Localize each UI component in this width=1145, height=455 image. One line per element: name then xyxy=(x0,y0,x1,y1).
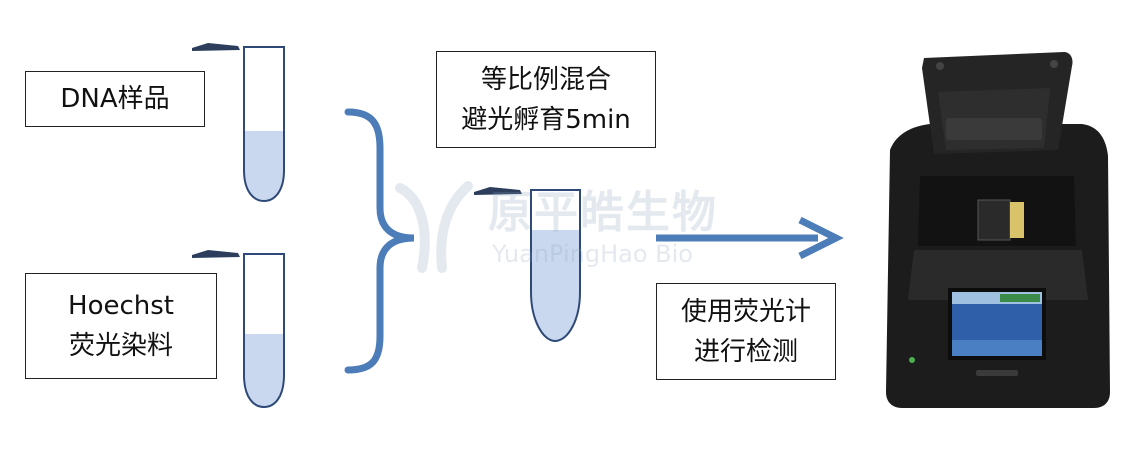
tube-dna-sample xyxy=(192,43,285,203)
label-mix-line1: 等比例混合 xyxy=(480,64,611,95)
label-detect-line2: 进行检测 xyxy=(693,336,798,367)
label-hoechst-line2: 荧光染料 xyxy=(68,331,173,361)
label-hoechst-line1: Hoechst xyxy=(68,291,174,321)
tube-mixed xyxy=(474,187,581,343)
label-mix-line2: 避光孵育5min xyxy=(461,104,631,135)
fluorometer-device xyxy=(886,52,1110,408)
process-arrow xyxy=(656,216,844,260)
tube-hoechst-dye xyxy=(192,250,285,409)
label-hoechst-dye: Hoechst 荧光染料 xyxy=(25,273,217,379)
label-mix-incubate: 等比例混合 避光孵育5min xyxy=(436,51,656,148)
label-fluorometer-detect: 使用荧光计 进行检测 xyxy=(656,283,836,380)
label-detect-line1: 使用荧光计 xyxy=(680,296,811,327)
merge-bracket xyxy=(344,108,415,374)
label-dna-sample: DNA样品 xyxy=(25,71,205,127)
label-dna-sample-text: DNA样品 xyxy=(60,84,170,114)
